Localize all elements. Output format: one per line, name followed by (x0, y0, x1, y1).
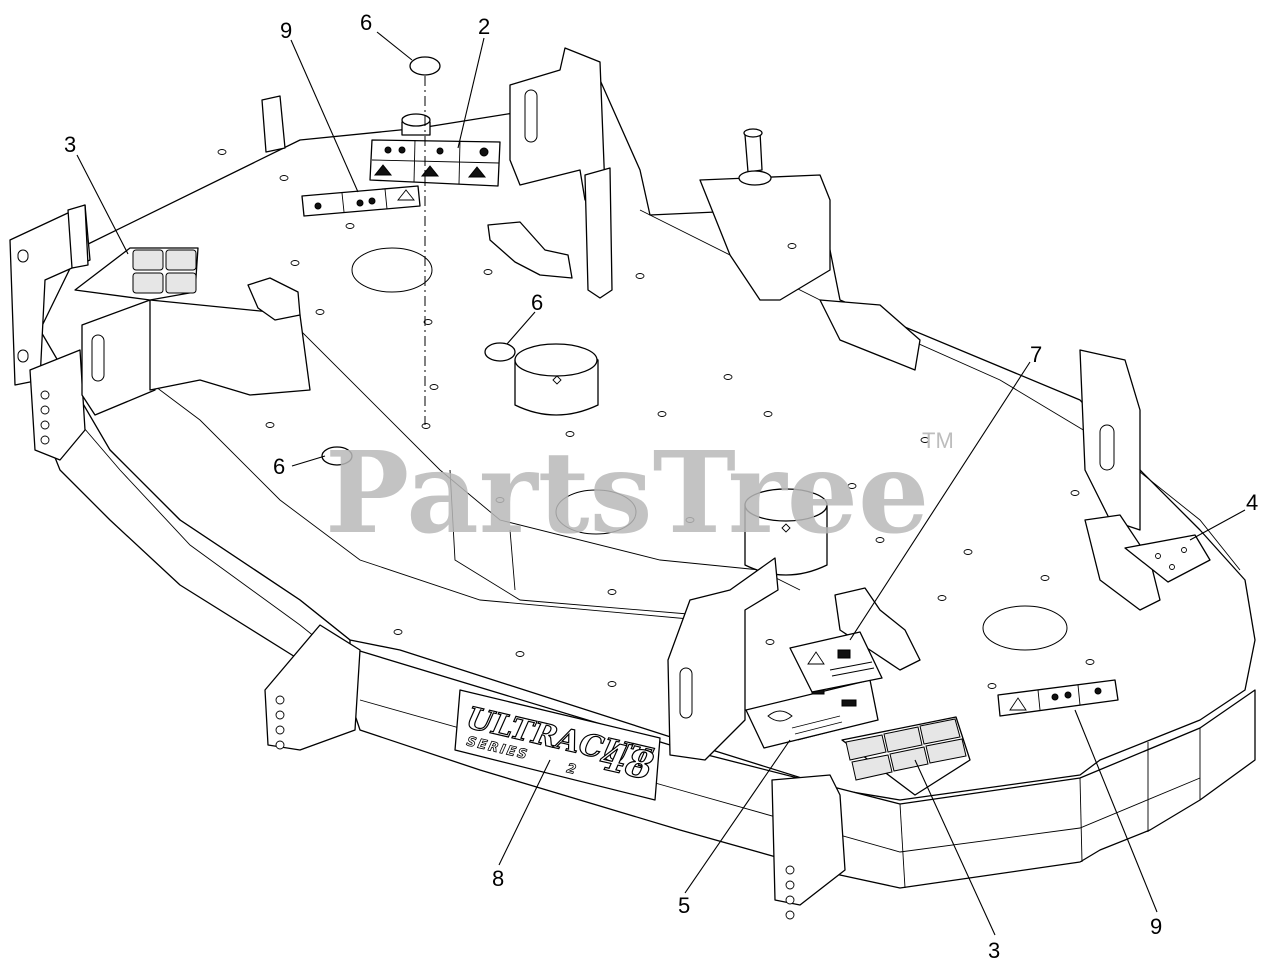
callout-9-rear: 9 (280, 18, 292, 43)
callout-9-front: 9 (1150, 914, 1162, 939)
leader-lines (76, 31, 1246, 936)
watermark-trademark: TM (922, 428, 954, 453)
decal-item-9-rear (301, 185, 421, 217)
callout-labels: 2 3 3 4 5 6 6 6 7 8 9 9 (64, 10, 1258, 963)
plug-item-6-top (409, 56, 441, 76)
decal-item-3-rear (74, 247, 199, 301)
spindle-openings (351, 128, 1068, 651)
callout-8: 8 (492, 866, 504, 891)
callout-6-mid: 6 (531, 290, 543, 315)
mounting-holes (175, 149, 1095, 689)
callout-3-front: 3 (988, 938, 1000, 963)
decal-item-9-front (997, 679, 1119, 717)
decal-item-2 (369, 113, 501, 187)
callout-6-left: 6 (273, 454, 285, 479)
callout-5: 5 (678, 893, 690, 918)
callout-2: 2 (478, 14, 490, 39)
logo-series-number: 2 (565, 761, 579, 778)
callout-7: 7 (1030, 342, 1042, 367)
watermark: PartsTree TM (325, 428, 954, 559)
plug-item-6-mid (484, 342, 516, 362)
callout-3-rear: 3 (64, 132, 76, 157)
decal-item-4 (1124, 534, 1211, 583)
deck-shell (9, 79, 1256, 889)
callout-4: 4 (1246, 490, 1258, 515)
plug-item-6-left (321, 446, 353, 466)
watermark-text: PartsTree (325, 428, 929, 559)
decal-item-7 (789, 631, 883, 693)
decals: ULTRACUT SERIES 2 48 (74, 56, 1211, 801)
decal-item-3-front (841, 716, 971, 796)
callout-6-top: 6 (360, 10, 372, 35)
decal-item-5 (745, 679, 879, 749)
brackets (67, 47, 1161, 920)
